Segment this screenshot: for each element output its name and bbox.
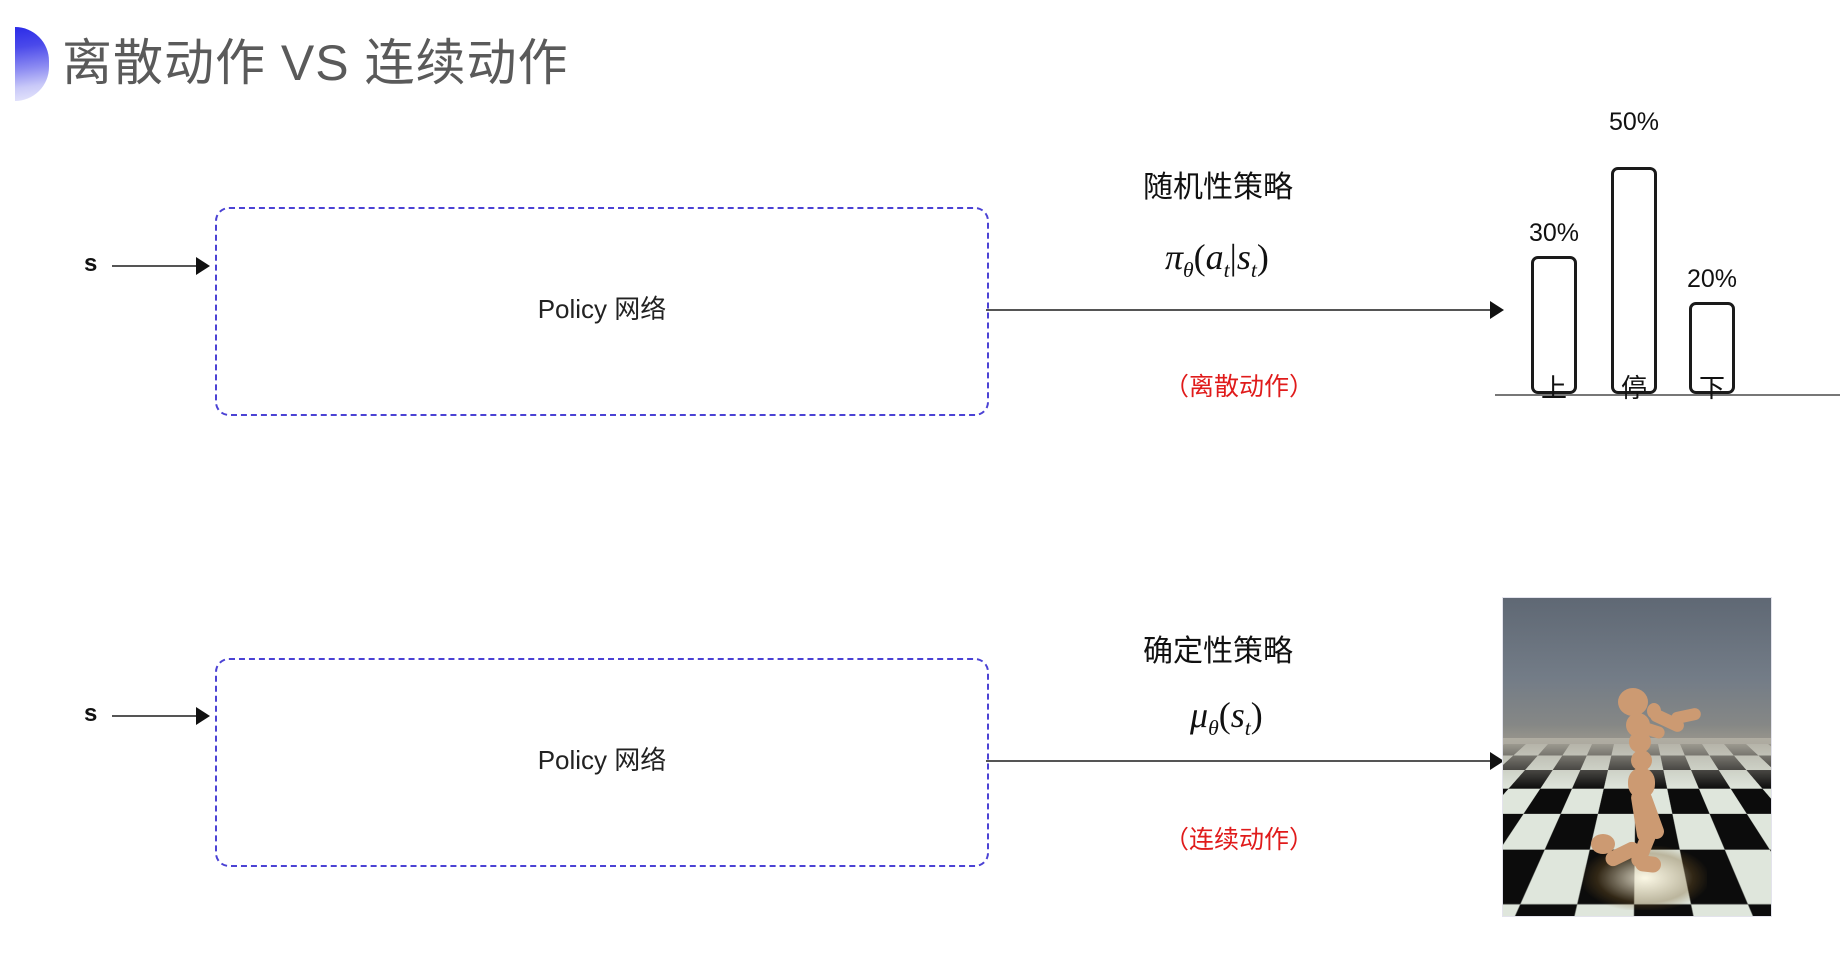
- output-arrow-line-continuous: [986, 760, 1492, 762]
- policy-network-box-continuous[interactable]: Policy 网络: [215, 658, 989, 867]
- formula2-s: s: [1230, 695, 1245, 735]
- input-arrow-head-continuous: [196, 707, 210, 725]
- input-arrow-line-continuous: [112, 715, 197, 717]
- bar-value-down: 20%: [1686, 265, 1738, 293]
- formula2-open-paren: (: [1218, 695, 1231, 735]
- caption-formula-discrete: πθ(at|st): [1165, 236, 1269, 283]
- bar-category-up: 上: [1540, 373, 1567, 403]
- output-arrow-line-discrete: [986, 309, 1492, 311]
- humanoid-chest-lower: [1629, 731, 1651, 753]
- caption-formula-continuous: μθ(st): [1190, 694, 1263, 741]
- humanoid-simulation-image: [1502, 597, 1772, 917]
- caption-title-continuous: 确定性策略: [1143, 635, 1293, 668]
- humanoid-head: [1618, 688, 1648, 716]
- chart-baseline-axis: [1495, 394, 1840, 396]
- formula-mu: μ: [1190, 695, 1209, 735]
- formula-s: s: [1236, 237, 1251, 277]
- bar-category-down: 下: [1698, 373, 1725, 403]
- page-title: 离散动作 VS 连续动作: [62, 35, 569, 91]
- formula-mu-sub: θ: [1208, 716, 1219, 741]
- policy-network-label-continuous: Policy 网络: [537, 745, 667, 775]
- input-state-label-continuous: s: [84, 700, 98, 727]
- policy-network-label-discrete: Policy 网络: [537, 294, 667, 324]
- formula-bar: |: [1229, 237, 1237, 277]
- formula-open-paren: (: [1193, 237, 1206, 277]
- output-arrow-head-discrete: [1490, 301, 1504, 319]
- formula2-s-sub: t: [1244, 716, 1251, 741]
- action-probability-bar-chart: 30% 50% 20% 上 停 下: [1480, 96, 1840, 403]
- input-state-label-discrete: s: [84, 250, 98, 277]
- bar-value-stop: 50%: [1608, 108, 1660, 136]
- caption-note-discrete: （离散动作）: [1164, 373, 1315, 401]
- half-circle-gradient-icon: [15, 27, 49, 101]
- formula-pi-sub: θ: [1183, 258, 1194, 283]
- output-arrow-head-continuous: [1490, 752, 1504, 770]
- bar-category-stop: 停: [1620, 373, 1647, 403]
- policy-network-box-discrete[interactable]: Policy 网络: [215, 207, 989, 416]
- formula-close-paren: ): [1256, 237, 1269, 277]
- bar-up: [1531, 256, 1577, 394]
- caption-note-continuous: （连续动作）: [1164, 826, 1315, 854]
- formula-pi: π: [1165, 237, 1184, 277]
- bar-down: [1689, 302, 1735, 394]
- bar-stop: [1611, 167, 1657, 394]
- formula-a: a: [1205, 237, 1224, 277]
- formula-a-sub: t: [1223, 258, 1230, 283]
- humanoid-foot-right: [1591, 834, 1615, 854]
- input-arrow-head-discrete: [196, 257, 210, 275]
- bar-value-up: 30%: [1528, 219, 1580, 247]
- humanoid-abdomen: [1631, 750, 1652, 771]
- caption-title-discrete: 随机性策略: [1143, 171, 1293, 204]
- input-arrow-line-discrete: [112, 265, 197, 267]
- humanoid-foot-left: [1634, 854, 1662, 874]
- formula2-close-paren: ): [1250, 695, 1263, 735]
- formula-s-sub: t: [1250, 258, 1257, 283]
